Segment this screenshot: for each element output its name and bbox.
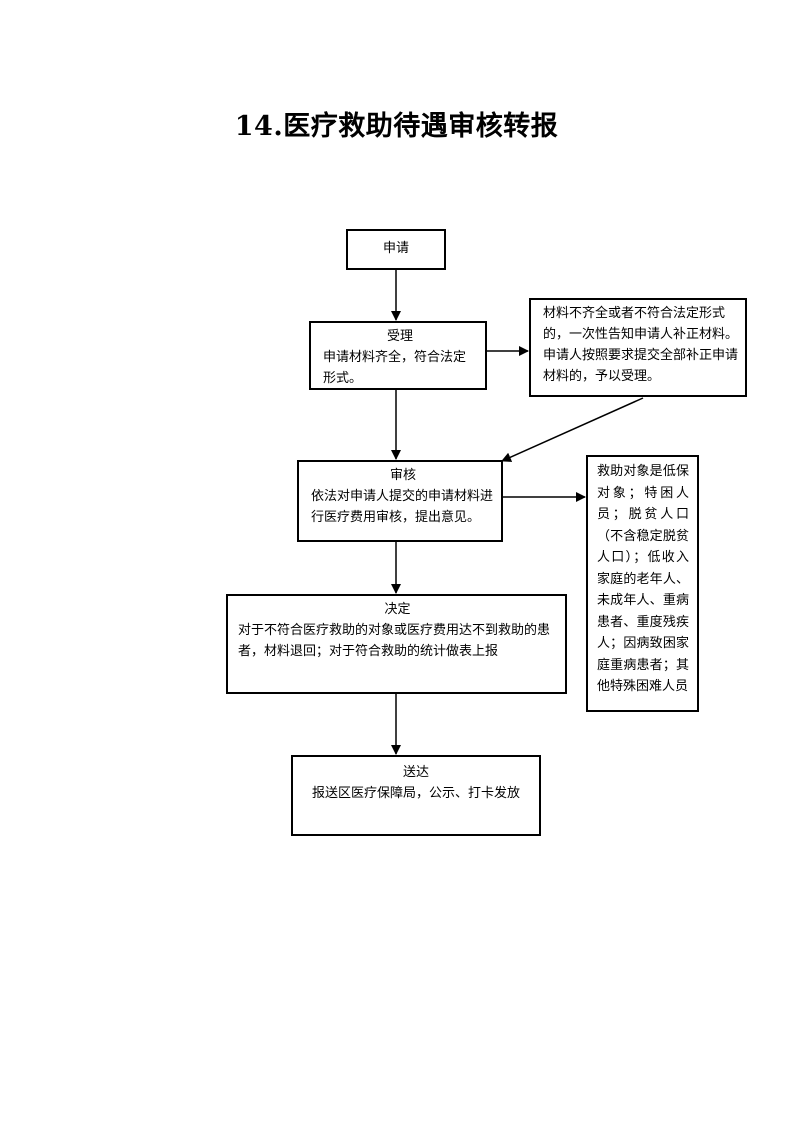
- step-decision-text: 对于不符合医疗救助的对象或医疗费用达不到救助的患者，材料退回；对于符合救助的统计…: [238, 623, 551, 659]
- step-review-label: 审核: [389, 468, 416, 483]
- page-title: 14.医疗救助待遇审核转报: [234, 111, 559, 142]
- step-accept-label: 受理: [386, 329, 413, 344]
- step-supplement-text: 材料不齐全或者不符合法定形式的，一次性告知申请人补正材料。申请人按照要求提交全部…: [543, 306, 739, 384]
- arrow-supplement-to-review: [501, 397, 644, 462]
- step-deliver-box: 送达 报送区医疗保障局，公示、打卡发放: [291, 755, 541, 836]
- step-deliver-text: 报送区医疗保障局，公示、打卡发放: [311, 786, 520, 801]
- step-deliver-label: 送达: [402, 765, 429, 780]
- step-apply-label: 申请: [382, 241, 409, 256]
- step-apply-box: 申请: [346, 229, 446, 270]
- step-decision-box: 决定 对于不符合医疗救助的对象或医疗费用达不到救助的患者，材料退回；对于符合救助…: [226, 594, 567, 694]
- assistance-targets-text: 救助对象是低保对象；特困人员；脱贫人口（不含稳定脱贫人口）；低收入家庭的老年人、…: [597, 464, 689, 694]
- step-accept-text: 申请材料齐全，符合法定形式。: [323, 350, 467, 386]
- assistance-targets-box: 救助对象是低保对象；特困人员；脱贫人口（不含稳定脱贫人口）；低收入家庭的老年人、…: [586, 455, 699, 712]
- step-decision-label: 决定: [384, 602, 411, 617]
- step-supplement-box: 材料不齐全或者不符合法定形式的，一次性告知申请人补正材料。申请人按照要求提交全部…: [529, 298, 747, 397]
- step-accept-box: 受理 申请材料齐全，符合法定形式。: [309, 321, 487, 390]
- step-review-box: 审核 依法对申请人提交的申请材料进行医疗费用审核，提出意见。: [297, 460, 503, 542]
- step-review-text: 依法对申请人提交的申请材料进行医疗费用审核，提出意见。: [311, 489, 494, 525]
